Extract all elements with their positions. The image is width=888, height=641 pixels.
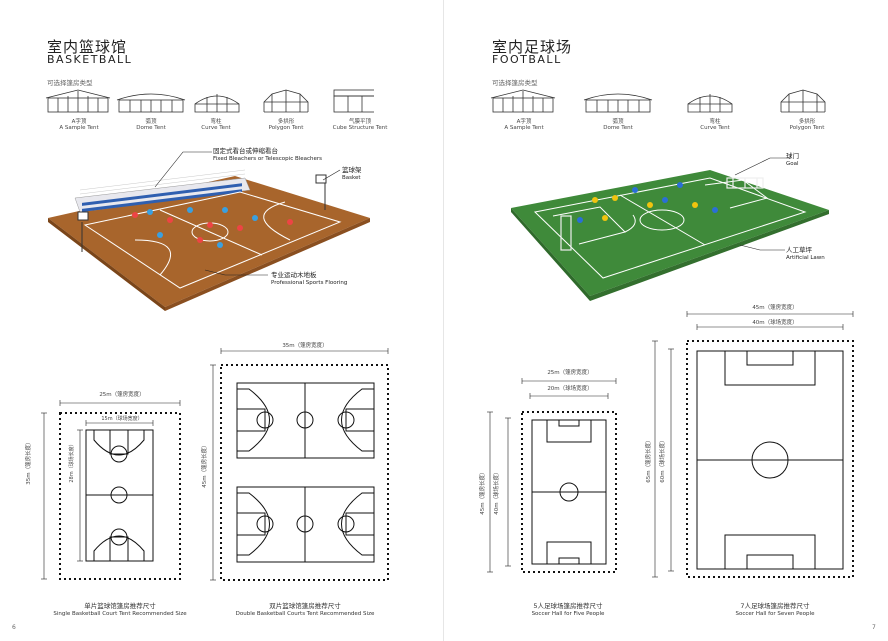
double-tent-width: 35m（篷房宽度） [282, 343, 328, 349]
players [577, 182, 718, 223]
five-a-side-plan [487, 378, 617, 573]
floor-callout-en: Professional Sports Flooring [271, 280, 348, 286]
right-tent-curve-cn: 弯柱 [709, 119, 721, 125]
right-tent-polygon-en: Polygon Tent [789, 125, 825, 131]
left-tent-curve-cn: 弯柱 [210, 119, 222, 125]
basket-icon [77, 174, 327, 252]
basket-callout-en: Basket [342, 175, 361, 181]
left-title-cn: 室内篮球馆 [47, 38, 128, 56]
seven-caption: 7人足球场篷房推荐尺寸 Soccer Hall for Seven People [710, 602, 840, 618]
right-tent-polygon-cn: 多拱形 [798, 119, 816, 125]
single-court-width: 15m（球场宽度） [101, 416, 143, 422]
bleachers-callout: 固定式看台或伸缩看台 Fixed Bleachers or Telescopic… [213, 147, 322, 163]
right-tent-icons [490, 89, 826, 113]
double-caption: 双片篮球馆篷房推荐尺寸 Double Basketball Courts Ten… [225, 602, 385, 618]
bleachers-callout-cn: 固定式看台或伸缩看台 [213, 147, 278, 155]
dome-tent-icon [116, 93, 186, 113]
right-tent-polygon: 多拱形 Polygon Tent [780, 117, 834, 131]
double-caption-cn: 双片篮球馆篷房推荐尺寸 [269, 602, 341, 610]
five-court-width: 20m（球场宽度） [547, 386, 593, 392]
double-caption-en: Double Basketball Courts Tent Recommende… [235, 611, 375, 617]
goal-icon [560, 177, 764, 251]
left-tent-a: A字顶 A Sample Tent [52, 117, 106, 131]
left-tent-dome: 弧顶 Dome Tent [124, 117, 178, 131]
players [132, 207, 293, 248]
a-frame-tent-icon [490, 89, 556, 113]
polygon-tent-icon [780, 89, 826, 113]
right-tent-dome-en: Dome Tent [603, 125, 633, 131]
right-title-en: FOOTBALL [492, 53, 562, 66]
right-tent-dome-cn: 弧顶 [612, 119, 624, 125]
left-tent-cube: 气膜平顶 Cube Structure Tent [330, 117, 390, 131]
left-tent-polygon: 多拱形 Polygon Tent [259, 117, 313, 131]
right-title-cn: 室内足球场 [492, 38, 573, 56]
single-tent-width: 25m（篷房宽度） [99, 392, 145, 398]
right-tent-a-en: A Sample Tent [504, 125, 544, 131]
right-tent-a: A字顶 A Sample Tent [497, 117, 551, 131]
left-tent-cube-en: Cube Structure Tent [332, 125, 388, 131]
page-fold [443, 0, 444, 641]
left-tent-polygon-cn: 多拱形 [277, 119, 295, 125]
right-tent-dome: 弧顶 Dome Tent [591, 117, 645, 131]
five-caption-cn: 5人足球场篷房推荐尺寸 [533, 602, 603, 610]
lawn-callout-cn: 人工草坪 [786, 246, 812, 254]
seven-tent-width: 45m（篷房宽度） [752, 305, 798, 311]
floor-callout-cn: 专业运动木地板 [271, 271, 317, 279]
seven-caption-cn: 7人足球场篷房推荐尺寸 [740, 602, 810, 610]
basket-callout: 篮球架 Basket [342, 166, 362, 182]
right-tent-curve: 弯柱 Curve Tent [688, 117, 742, 131]
dome-tent-icon [583, 93, 653, 113]
left-tent-a-en: A Sample Tent [59, 125, 99, 131]
grass-field [511, 170, 829, 296]
seven-a-side-plan [652, 311, 854, 578]
lawn-callout: 人工草坪 Artificial Lawn [786, 246, 825, 262]
right-tent-curve-en: Curve Tent [700, 125, 730, 131]
left-page-number: 6 [12, 624, 16, 631]
double-basketball-plan [210, 348, 389, 581]
goal-callout-en: Goal [786, 161, 799, 167]
a-frame-tent-icon [45, 89, 111, 113]
right-tent-section-label: 可选择篷房类型 [492, 79, 538, 87]
left-tent-curve-en: Curve Tent [201, 125, 231, 131]
single-tent-length: 35m（篷房长度） [26, 439, 32, 485]
left-tent-cube-cn: 气膜平顶 [348, 119, 371, 125]
left-tent-dome-en: Dome Tent [136, 125, 166, 131]
goal-callout: 球门 Goal [786, 152, 799, 168]
polygon-tent-icon [263, 89, 309, 113]
left-tent-section-label: 可选择篷房类型 [47, 79, 93, 87]
five-tent-width: 25m（篷房宽度） [547, 370, 593, 376]
right-tent-a-cn: A字顶 [516, 119, 532, 125]
right-page-number: 7 [872, 624, 876, 631]
left-tent-curve: 弯柱 Curve Tent [189, 117, 243, 131]
goal-callout-cn: 球门 [786, 152, 799, 160]
basketball-court-illustration [48, 151, 370, 311]
left-tent-polygon-en: Polygon Tent [268, 125, 304, 131]
basket-callout-cn: 篮球架 [342, 166, 362, 174]
lower-court [236, 486, 375, 563]
lawn-callout-en: Artificial Lawn [786, 255, 825, 261]
single-caption-en: Single Basketball Court Tent Recommended… [53, 611, 187, 617]
floor-callout: 专业运动木地板 Professional Sports Flooring [271, 271, 347, 287]
bleachers-callout-en: Fixed Bleachers or Telescopic Bleachers [213, 156, 323, 162]
left-tent-dome-cn: 弧顶 [145, 119, 157, 125]
single-basketball-plan [41, 400, 181, 580]
curve-tent-icon [687, 94, 733, 113]
five-caption-en: Soccer Hall for Five People [531, 611, 605, 617]
seven-caption-en: Soccer Hall for Seven People [735, 611, 815, 617]
seven-court-width: 40m（球场宽度） [752, 320, 798, 326]
left-title-en: BASKETBALL [47, 53, 133, 66]
left-tent-icons [45, 89, 374, 113]
cube-tent-icon [333, 89, 374, 113]
curve-tent-icon [194, 94, 240, 113]
five-caption: 5人足球场篷房推荐尺寸 Soccer Hall for Five People [508, 602, 628, 618]
single-caption: 单片篮球馆篷房推荐尺寸 Single Basketball Court Tent… [45, 602, 195, 618]
left-tent-a-cn: A字顶 [71, 119, 87, 125]
football-pitch-illustration [511, 157, 829, 301]
upper-court [236, 382, 375, 459]
single-caption-cn: 单片篮球馆篷房推荐尺寸 [84, 602, 156, 610]
wood-floor [48, 176, 370, 307]
